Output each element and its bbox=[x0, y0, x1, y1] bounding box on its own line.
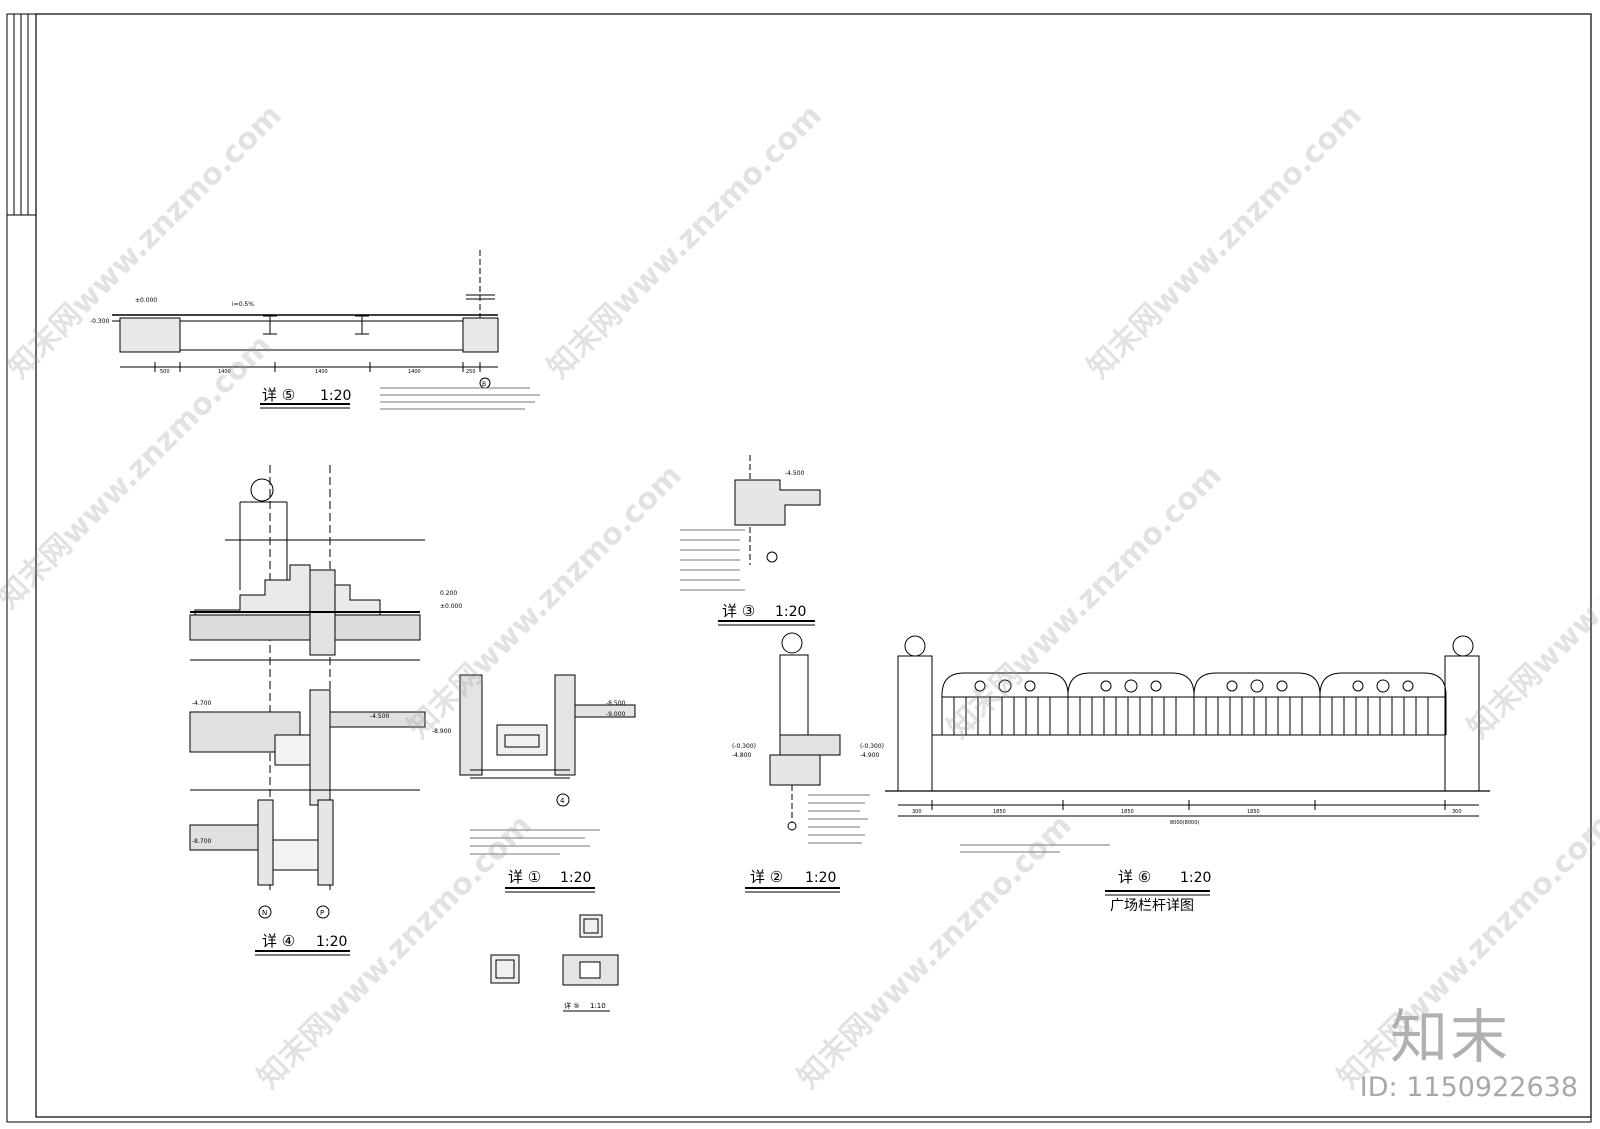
d5-level-a: ±0.000 bbox=[135, 297, 157, 304]
detail-5-section bbox=[112, 250, 540, 410]
d3-scale: 1:20 bbox=[775, 604, 806, 620]
d6-dim-3: 1850 bbox=[1121, 809, 1134, 815]
d2-level-d: -4.900 bbox=[860, 752, 880, 759]
watermark-4: 知末网www.znzmo.com bbox=[0, 328, 279, 616]
d5-scale: 1:20 bbox=[320, 388, 351, 404]
d1-level-b: -9.000 bbox=[606, 711, 626, 718]
d1-scale: 1:20 bbox=[560, 870, 591, 886]
d7-title: 详 ⑤ bbox=[564, 1001, 580, 1010]
d5-dim-5: 250 bbox=[466, 369, 476, 375]
d4-axis-n: N bbox=[262, 909, 267, 917]
d2-level-c: (-0.300) bbox=[860, 743, 884, 750]
d6-dim-4: 1850 bbox=[1247, 809, 1260, 815]
d2-level-b: -4.800 bbox=[732, 752, 752, 759]
d5-level-b: -0.300 bbox=[90, 318, 110, 325]
d2-level-a: (-0.300) bbox=[732, 743, 756, 750]
sheet-frame bbox=[6, 13, 1592, 1123]
d3-title: 详 ③ bbox=[722, 602, 755, 620]
d1-level-c: -8.900 bbox=[432, 728, 452, 735]
watermark-7: 知末网www.znzmo.com bbox=[1461, 458, 1600, 746]
d5-title: 详 ⑤ bbox=[262, 386, 295, 404]
detail-2-section bbox=[745, 632, 870, 893]
d4-level-a: 0.200 bbox=[440, 590, 457, 597]
d4-level-b: ±0.000 bbox=[440, 603, 462, 610]
d4-title: 详 ④ bbox=[262, 932, 295, 950]
brand-watermark: 知末 bbox=[1389, 1003, 1510, 1071]
watermark-5: 知末网www.znzmo.com bbox=[401, 458, 689, 746]
d4-scale: 1:20 bbox=[316, 934, 347, 950]
d1-axis: 4 bbox=[560, 797, 565, 805]
d6-dim-2: 1850 bbox=[993, 809, 1006, 815]
watermark-2: 知末网www.znzmo.com bbox=[541, 98, 829, 386]
d6-caption: 广场栏杆详图 bbox=[1110, 898, 1194, 914]
d5-slope: i=0.5% bbox=[232, 301, 254, 308]
d6-title: 详 ⑥ bbox=[1118, 868, 1151, 886]
d6-scale: 1:20 bbox=[1180, 870, 1211, 886]
d6-dim-5: 300 bbox=[1452, 809, 1462, 815]
d5-dim-1: 500 bbox=[160, 369, 170, 375]
d4-level-c: -4.500 bbox=[370, 713, 390, 720]
d1-level-a: -8.500 bbox=[606, 700, 626, 707]
d3-level: -4.500 bbox=[785, 470, 805, 477]
d4-axis-p: P bbox=[320, 909, 324, 917]
detail-3-section bbox=[680, 455, 821, 626]
watermark-6: 知末网www.znzmo.com bbox=[941, 458, 1229, 746]
d4-level-e: -8.700 bbox=[192, 838, 212, 845]
image-id: ID: 1150922638 bbox=[1359, 1072, 1578, 1103]
d2-scale: 1:20 bbox=[805, 870, 836, 886]
d4-level-d: -4.700 bbox=[192, 700, 212, 707]
d2-title: 详 ② bbox=[750, 868, 783, 886]
d5-dim-4: 1400 bbox=[408, 369, 421, 375]
detail-1-section bbox=[459, 674, 636, 893]
d1-title: 详 ① bbox=[508, 868, 541, 886]
detail-5b-section bbox=[490, 914, 619, 1012]
d5-axis: B bbox=[482, 381, 486, 388]
d5-dim-3: 1400 bbox=[315, 369, 328, 375]
watermark-3: 知末网www.znzmo.com bbox=[1081, 98, 1369, 386]
d6-total: 8000(8000) bbox=[1170, 820, 1199, 826]
d6-dim-1: 300 bbox=[912, 809, 922, 815]
d5-dim-2: 1400 bbox=[218, 369, 231, 375]
detail-6-railing bbox=[885, 635, 1490, 896]
watermark-9: 知末网www.znzmo.com bbox=[791, 808, 1079, 1096]
d7-scale: 1:10 bbox=[590, 1002, 606, 1010]
detail-4-section bbox=[189, 465, 426, 956]
